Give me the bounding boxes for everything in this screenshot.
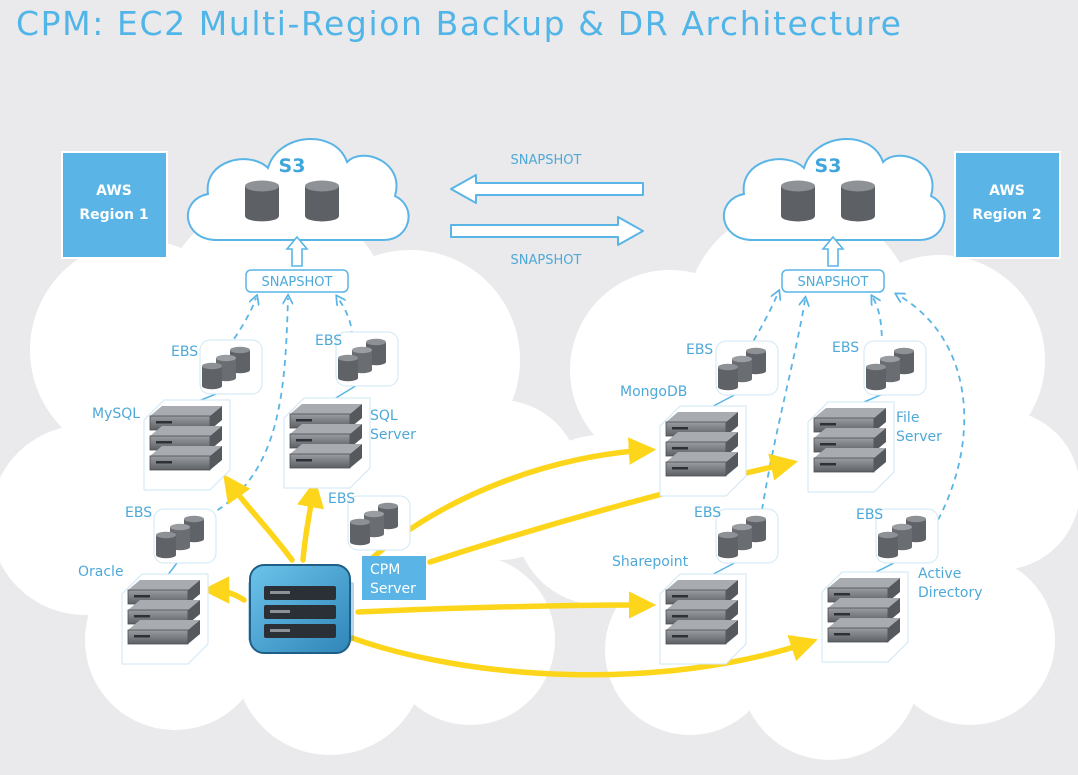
page-title: CPM: EC2 Multi-Region Backup & DR Archit…	[16, 4, 903, 43]
region-line2: Region 2	[972, 207, 1041, 223]
cpm-server-appliance[interactable]	[248, 564, 354, 654]
activedirectory-label-line1: Active	[918, 566, 961, 582]
server-stack-mongodb[interactable]	[659, 405, 747, 497]
fileserver-label-line1: File	[896, 410, 919, 426]
oracle-label: Oracle	[78, 564, 124, 580]
s3-cloud-region1: S3	[186, 138, 410, 241]
snapshot-box-region2: SNAPSHOT	[781, 269, 885, 293]
server-stack-mysql[interactable]	[143, 399, 231, 491]
ebs-volumes-oracle	[153, 508, 217, 564]
snapshot-path-sharepoint	[761, 300, 805, 511]
ebs-volumes-sharepoint	[715, 508, 779, 564]
cpm-arrow-oracle	[201, 576, 247, 604]
snapshot-box-region1: SNAPSHOT	[245, 269, 349, 293]
snapshot-path-oracle	[187, 298, 288, 526]
region-box-1: AWS Region 1	[61, 151, 168, 259]
replication-snapshot-label: SNAPSHOT	[511, 153, 582, 168]
server-stack-sharepoint[interactable]	[659, 573, 747, 665]
server-stack-sql-server[interactable]	[283, 397, 371, 489]
sharepoint-label: Sharepoint	[612, 554, 689, 570]
ebs-label: EBS	[315, 333, 342, 349]
snapshot-path-activedirectory	[898, 295, 966, 521]
ebs-label: EBS	[856, 507, 883, 523]
ebs-label: EBS	[694, 505, 721, 521]
region-line1: AWS	[96, 183, 132, 199]
snapshot-label: SNAPSHOT	[798, 275, 869, 290]
s3-label: S3	[279, 155, 306, 177]
server-stack-active-directory[interactable]	[821, 571, 909, 663]
cpm-arrow-sqlserver	[297, 479, 325, 563]
replication-arrow-left	[450, 174, 644, 204]
s3-storage-disk-icon	[841, 180, 875, 222]
snapshot-path-mongodb	[747, 293, 778, 351]
cpm-arrow-activedirectory	[349, 635, 818, 678]
region-line1: AWS	[989, 183, 1025, 199]
region-line2: Region 1	[79, 207, 148, 223]
ebs-volumes-mysql	[199, 339, 263, 395]
ebs-label: EBS	[125, 505, 152, 521]
ebs-volumes-active-directory	[875, 508, 939, 564]
cpm-arrow-fileserver	[427, 453, 799, 565]
s3-label: S3	[815, 155, 842, 177]
ebs-label: EBS	[328, 491, 355, 507]
fileserver-label-line2: Server	[896, 429, 942, 445]
ebs-volumes-file-server	[863, 340, 927, 396]
cpm-arrow-sharepoint	[355, 591, 657, 619]
ebs-label: EBS	[686, 342, 713, 358]
region-box-2: AWS Region 2	[954, 151, 1061, 259]
s3-storage-disk-icon	[781, 180, 815, 222]
sqlserver-label-line2: Server	[370, 427, 416, 443]
upload-arrow-icon	[285, 235, 309, 267]
upload-arrow-icon	[821, 235, 845, 267]
replication-arrow-right	[450, 216, 644, 246]
server-stack-oracle[interactable]	[121, 573, 209, 665]
ebs-volumes-mongodb	[715, 340, 779, 396]
mysql-label: MySQL	[92, 406, 140, 422]
s3-storage-disk-icon	[305, 180, 339, 222]
cpm-label-line2: Server	[370, 581, 416, 597]
activedirectory-label-line2: Directory	[918, 585, 983, 601]
ebs-volumes-sql-server	[335, 331, 399, 387]
cpm-label-line1: CPM	[370, 562, 400, 578]
cpm-arrow-mysql	[223, 474, 295, 563]
mongodb-label: MongoDB	[620, 384, 687, 400]
ebs-volumes-cpm	[347, 495, 411, 551]
cpm-server-label: CPM Server	[362, 556, 426, 600]
s3-cloud-region2: S3	[722, 138, 946, 241]
sqlserver-label-line1: SQL	[370, 408, 398, 424]
ebs-label: EBS	[171, 344, 198, 360]
s3-storage-disk-icon	[245, 180, 279, 222]
snapshot-label: SNAPSHOT	[262, 275, 333, 290]
replication-snapshot-label: SNAPSHOT	[511, 253, 582, 268]
ebs-label: EBS	[832, 340, 859, 356]
server-stack-file-server[interactable]	[807, 401, 895, 493]
